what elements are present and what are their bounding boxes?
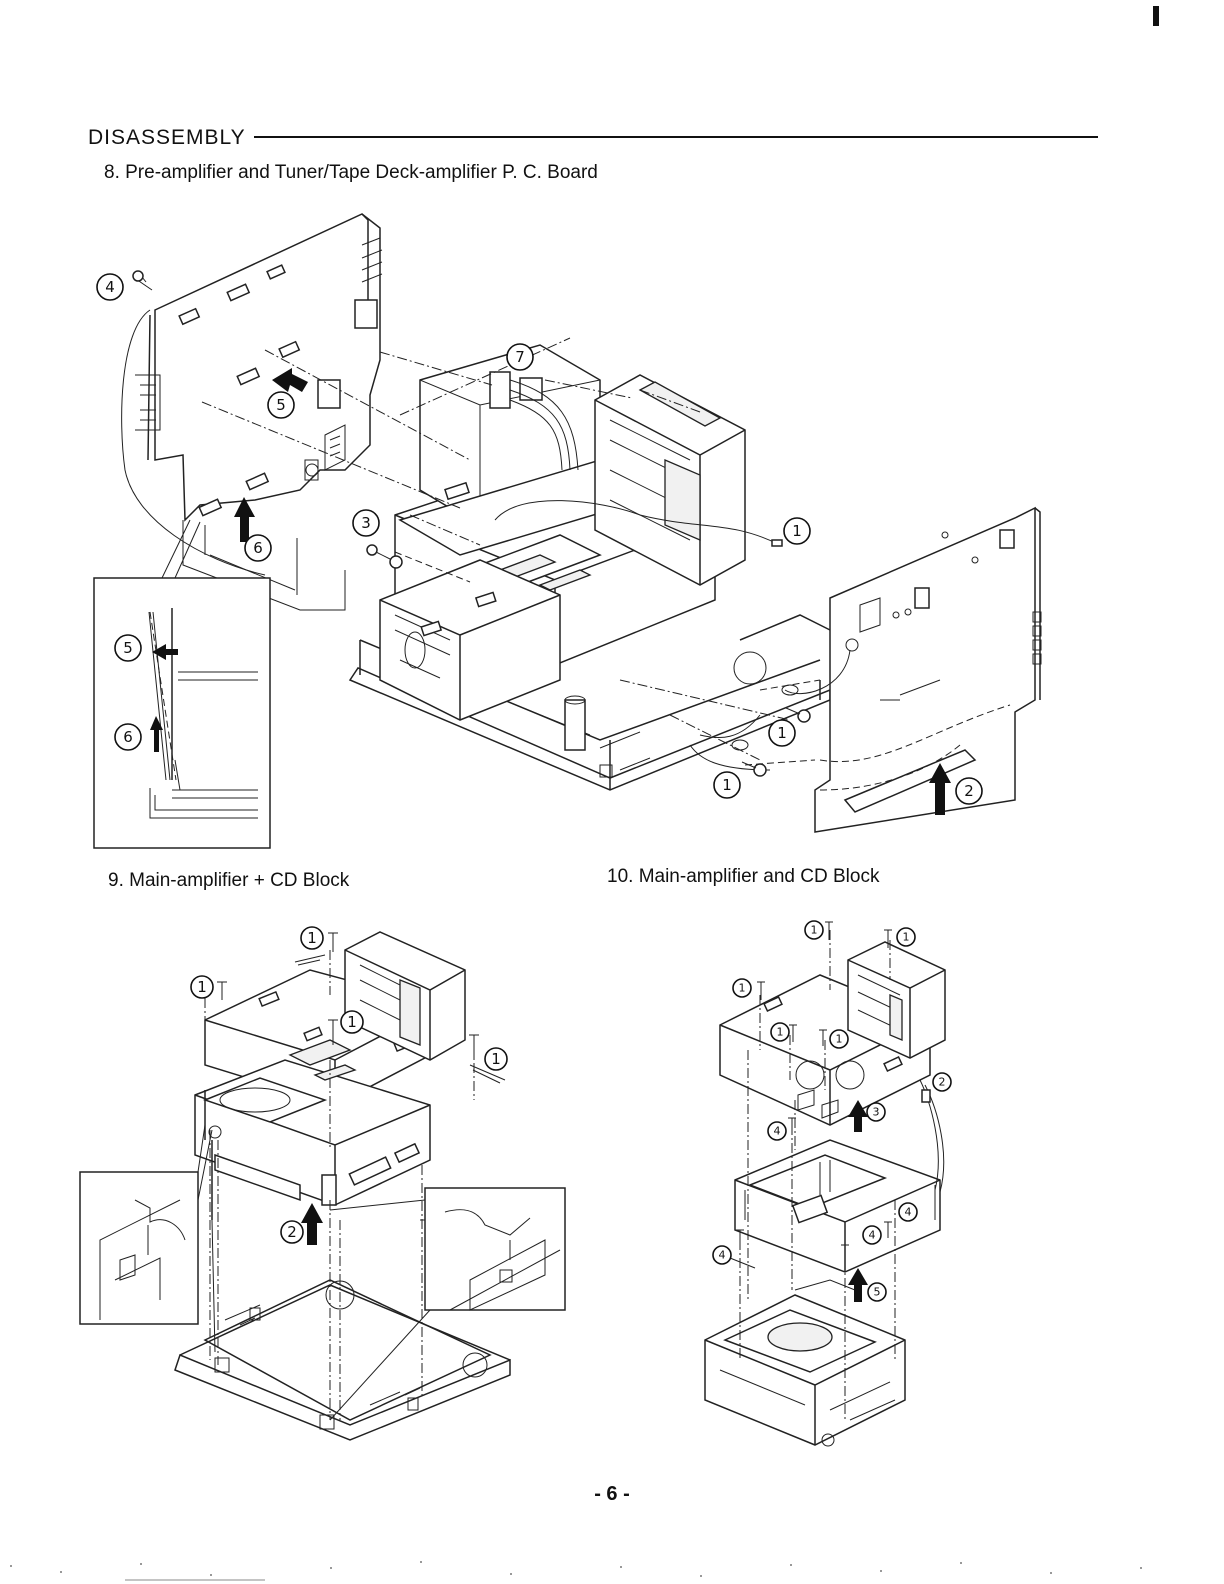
svg-text:1: 1 <box>903 931 910 944</box>
callout-1-fig9-mid: 1 <box>341 1011 363 1033</box>
callout-1-fig9-left: 1 <box>191 976 213 998</box>
svg-text:4: 4 <box>905 1206 912 1219</box>
figure-9-diagram: 1 1 1 1 2 <box>0 900 600 1460</box>
svg-text:1: 1 <box>836 1033 843 1046</box>
svg-text:5: 5 <box>874 1286 881 1299</box>
callout-1-fig10-c: 1 <box>733 979 751 997</box>
callout-5-inset: 5 <box>115 635 141 661</box>
svg-text:2: 2 <box>939 1076 946 1089</box>
callout-2-fig9: 2 <box>281 1221 303 1243</box>
callout-5-fig10: 5 <box>868 1283 886 1301</box>
svg-text:1: 1 <box>777 1026 784 1039</box>
svg-text:1: 1 <box>307 929 317 947</box>
svg-text:5: 5 <box>276 396 286 414</box>
svg-text:4: 4 <box>105 278 115 296</box>
callout-1-fig10-a: 1 <box>805 921 823 939</box>
callout-3-fig10: 3 <box>867 1103 885 1121</box>
svg-text:1: 1 <box>777 724 787 742</box>
chassis-drawing <box>350 345 830 790</box>
callout-1-fig10-d: 1 <box>771 1023 789 1041</box>
svg-text:3: 3 <box>873 1106 880 1119</box>
callout-4-fig8: 4 <box>97 274 123 300</box>
fig9-arrow <box>301 1203 323 1245</box>
fig10-cd-mechanism <box>705 1280 905 1446</box>
svg-text:4: 4 <box>719 1249 726 1262</box>
svg-text:7: 7 <box>515 348 525 366</box>
svg-text:1: 1 <box>491 1050 501 1068</box>
svg-text:2: 2 <box>287 1223 297 1241</box>
tuner-deck-board <box>815 508 1041 832</box>
svg-text:4: 4 <box>869 1229 876 1242</box>
figure-8-diagram: 4 7 5 3 6 1 1 1 2 5 6 <box>0 0 1224 900</box>
callout-2-fig10: 2 <box>933 1073 951 1091</box>
svg-text:1: 1 <box>722 776 732 794</box>
figure-10-diagram: 1 1 1 1 1 2 3 4 4 4 4 5 <box>600 900 1000 1460</box>
callout-1-fig9-right: 1 <box>485 1048 507 1070</box>
callout-1-fig8-lower: 1 <box>714 772 740 798</box>
callout-5-fig8: 5 <box>268 392 294 418</box>
svg-text:1: 1 <box>739 982 746 995</box>
svg-text:3: 3 <box>361 514 371 532</box>
scan-noise-strip <box>0 1555 1224 1584</box>
callout-6-fig8: 6 <box>245 535 271 561</box>
callout-4-fig10-a: 4 <box>768 1122 786 1140</box>
svg-text:6: 6 <box>253 539 263 557</box>
callout-1-fig9-top: 1 <box>301 927 323 949</box>
svg-text:2: 2 <box>964 782 974 800</box>
svg-text:1: 1 <box>792 522 802 540</box>
callout-4-fig10-c: 4 <box>899 1203 917 1221</box>
pre-amp-board <box>135 214 382 520</box>
callout-1-fig8-upper: 1 <box>784 518 810 544</box>
svg-text:4: 4 <box>774 1125 781 1138</box>
svg-text:1: 1 <box>811 924 818 937</box>
callout-7-fig8: 7 <box>507 344 533 370</box>
fig9-inset-left <box>80 1125 212 1324</box>
callout-6-inset: 6 <box>115 724 141 750</box>
page-number: - 6 - <box>0 1483 1224 1506</box>
fig9-inset-right <box>330 1188 565 1310</box>
callout-4-fig10-d: 4 <box>863 1226 881 1244</box>
svg-text:5: 5 <box>123 639 133 657</box>
svg-text:6: 6 <box>123 728 133 746</box>
callout-1-fig10-b: 1 <box>897 928 915 946</box>
callout-2-fig8: 2 <box>956 778 982 804</box>
callout-3-fig8: 3 <box>353 510 379 536</box>
callout-1-fig8-mid: 1 <box>769 720 795 746</box>
callout-4-fig10-b: 4 <box>713 1246 731 1264</box>
svg-text:1: 1 <box>347 1013 357 1031</box>
callout-1-fig10-e: 1 <box>830 1030 848 1048</box>
svg-text:1: 1 <box>197 978 207 996</box>
